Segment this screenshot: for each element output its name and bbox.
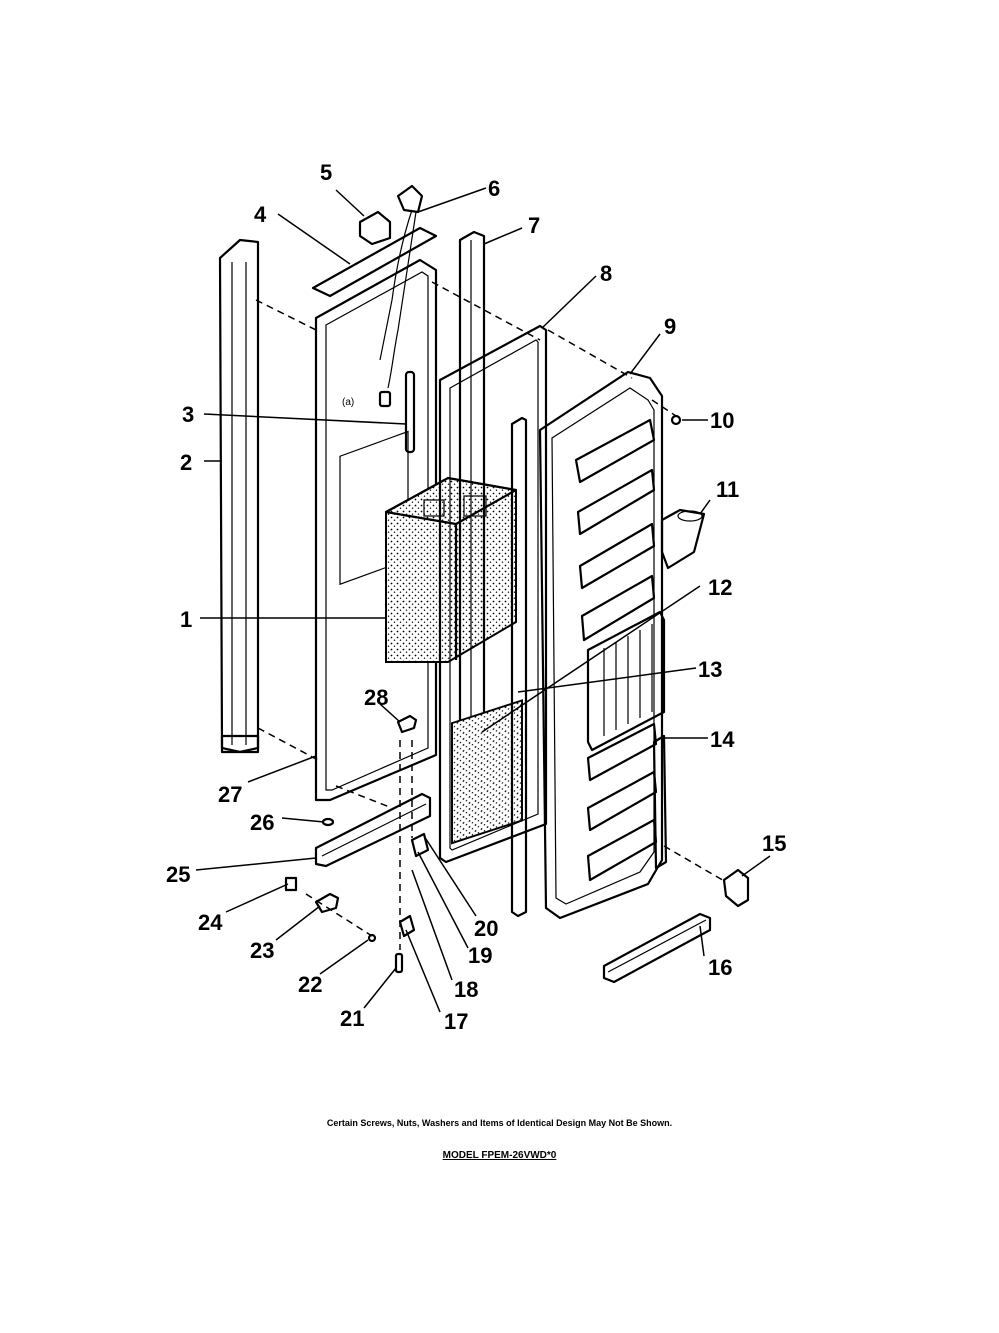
callout-14: 14 xyxy=(710,727,735,752)
callout-6: 6 xyxy=(488,176,500,201)
callout-10: 10 xyxy=(710,408,734,433)
callout-labels: 1 2 3 4 5 6 7 8 9 10 11 12 13 14 15 16 1… xyxy=(166,160,786,1034)
part-2-trim-strip xyxy=(218,238,260,754)
callout-20: 20 xyxy=(474,916,498,941)
upper-shelves xyxy=(574,418,656,642)
callout-2: 2 xyxy=(180,450,192,475)
callout-22: 22 xyxy=(298,972,322,997)
callout-17: 17 xyxy=(444,1009,468,1034)
callout-3: 3 xyxy=(182,402,194,427)
lower-shelves xyxy=(586,722,658,882)
part-4-top-trim xyxy=(311,226,438,298)
part-5-clip xyxy=(358,210,392,246)
callout-26: 26 xyxy=(250,810,274,835)
callout-21: 21 xyxy=(340,1006,364,1031)
model-number: MODEL FPEM-26VWD*0 xyxy=(442,1150,557,1161)
part-28-clip xyxy=(396,714,418,734)
part-21-pin xyxy=(394,952,404,974)
callout-19: 19 xyxy=(468,943,492,968)
callout-4: 4 xyxy=(254,202,267,227)
part-22-screw xyxy=(367,933,377,943)
part-17-bracket xyxy=(398,914,416,938)
callout-18: 18 xyxy=(454,977,478,1002)
callout-27: 27 xyxy=(218,782,242,807)
leader-lines xyxy=(195,187,771,1013)
part-20-hinge-top xyxy=(410,832,430,858)
part-16-handle xyxy=(602,912,712,984)
callout-16: 16 xyxy=(708,955,732,980)
part-3-rod xyxy=(378,370,416,454)
part-24-bracket xyxy=(284,876,298,892)
part-1-dispenser-housing xyxy=(384,476,518,663)
callout-8: 8 xyxy=(600,261,612,286)
part-13-strip xyxy=(510,416,528,918)
callout-24: 24 xyxy=(198,910,223,935)
part-9-outer-door xyxy=(538,370,664,920)
part-15-hinge-cap xyxy=(722,868,750,908)
part-23-hinge xyxy=(314,892,340,914)
callout-11: 11 xyxy=(716,477,739,502)
callout-23: 23 xyxy=(250,938,274,963)
part-6-harness-top xyxy=(379,184,424,389)
callout-28: 28 xyxy=(364,685,388,710)
callout-15: 15 xyxy=(762,831,786,856)
callout-5: 5 xyxy=(320,160,332,185)
part-10-screw xyxy=(670,414,682,426)
disclaimer-note: Certain Screws, Nuts, Washers and Items … xyxy=(326,1118,673,1128)
callout-9: 9 xyxy=(664,314,676,339)
part-25-bottom-trim xyxy=(314,792,432,868)
callout-7: 7 xyxy=(528,213,540,238)
callout-12: 12 xyxy=(708,575,732,600)
part-27-door-panel xyxy=(314,258,438,802)
part-26-washer xyxy=(321,817,335,827)
callout-25: 25 xyxy=(166,862,190,887)
assembly-lines xyxy=(255,281,727,950)
part-11-bucket xyxy=(660,508,706,570)
callout-sub-a: (a) xyxy=(342,397,354,408)
callout-1: 1 xyxy=(180,607,192,632)
callout-13: 13 xyxy=(698,657,722,682)
